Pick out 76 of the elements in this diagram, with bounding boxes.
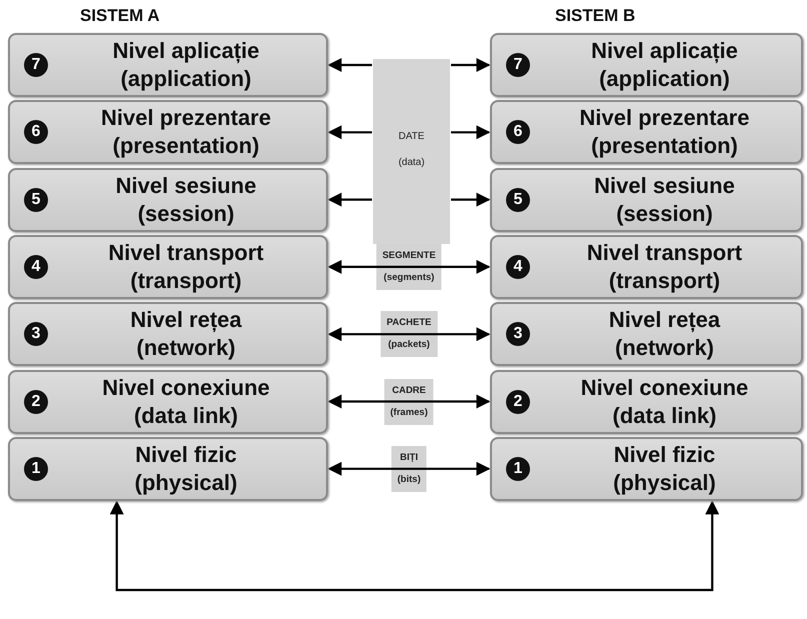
layer-box	[490, 302, 803, 366]
layer-translation: (presentation)	[590, 133, 739, 160]
number-badge: 2	[506, 390, 530, 414]
layer-name: Nivel conexiune	[580, 374, 750, 400]
layer-name: Nivel transport	[586, 240, 744, 266]
layer-translation: (data link)	[133, 402, 239, 428]
layer-name: Nivel aplicație	[590, 38, 739, 64]
layer-name: Nivel aplicație	[112, 38, 260, 64]
number-badge: 7	[506, 53, 530, 77]
number-badge: 5	[24, 188, 48, 212]
layer-box	[8, 370, 328, 434]
arrow	[451, 125, 490, 140]
layer-name: Nivel prezentare	[100, 105, 272, 132]
layer-box	[8, 168, 328, 232]
double-arrow	[110, 500, 720, 592]
layer-translation: (physical)	[134, 470, 238, 496]
layer-name: Nivel rețea	[608, 307, 722, 334]
layer-translation: (network)	[614, 335, 715, 362]
number-badge: 6	[24, 120, 48, 144]
number-badge: 6	[506, 120, 530, 144]
number-badge: 1	[506, 456, 530, 481]
layer-box	[490, 370, 803, 434]
edge-label: CADRE (frames)	[384, 378, 434, 424]
layer-box	[490, 168, 803, 232]
layer-translation: (transport)	[608, 268, 722, 294]
arrow	[451, 58, 490, 72]
layer-name: Nivel fizic	[134, 442, 238, 468]
number-badge: 1	[24, 456, 48, 481]
system-heading: SISTEM B	[555, 6, 636, 26]
arrow	[328, 58, 372, 72]
layer-box	[490, 436, 803, 501]
double-arrow	[328, 327, 490, 342]
double-arrow	[328, 260, 490, 274]
arrow	[328, 192, 372, 207]
edge-label: PACHETE (packets)	[380, 311, 438, 358]
layer-name: Nivel transport	[107, 240, 265, 266]
double-arrow	[328, 394, 490, 408]
layer-translation: (physical)	[612, 470, 717, 496]
layer-box	[490, 100, 803, 164]
layer-translation: (network)	[136, 335, 236, 362]
arrow	[328, 125, 372, 140]
layer-box	[8, 234, 328, 299]
layer-name: Nivel sesiune	[114, 172, 258, 199]
number-badge: 3	[506, 322, 530, 346]
double-arrow	[328, 462, 490, 476]
number-badge: 4	[506, 254, 530, 279]
layer-translation: (presentation)	[112, 133, 260, 160]
layer-translation: (transport)	[129, 268, 243, 294]
number-badge: 3	[24, 322, 48, 346]
layer-name: Nivel prezentare	[578, 105, 750, 132]
data-box	[373, 59, 450, 244]
layer-translation: (data link)	[612, 402, 718, 428]
number-badge: 5	[506, 188, 530, 212]
arrow	[451, 192, 490, 207]
edge-label: SEGMENTE (segments)	[376, 244, 442, 290]
layer-box	[8, 302, 328, 366]
layer-translation: (session)	[615, 200, 714, 227]
layer-box	[490, 33, 803, 97]
data-translation: (data)	[397, 157, 426, 168]
data-label: DATE	[398, 131, 426, 142]
layer-name: Nivel conexiune	[101, 374, 271, 400]
layer-box	[8, 436, 328, 501]
number-badge: 2	[24, 390, 48, 414]
edge-label: BIȚI (bits)	[391, 446, 427, 492]
layer-name: Nivel rețea	[129, 307, 243, 334]
system-heading: SISTEM A	[80, 6, 160, 26]
number-badge: 7	[24, 53, 48, 77]
layer-translation: (application)	[598, 66, 731, 92]
layer-box	[490, 234, 803, 299]
layer-translation: (application)	[120, 66, 252, 92]
layer-box	[8, 33, 328, 97]
layer-box	[8, 100, 328, 164]
layer-translation: (session)	[136, 200, 236, 227]
number-badge: 4	[24, 254, 48, 279]
layer-name: Nivel fizic	[612, 442, 716, 468]
layer-name: Nivel sesiune	[593, 172, 736, 199]
